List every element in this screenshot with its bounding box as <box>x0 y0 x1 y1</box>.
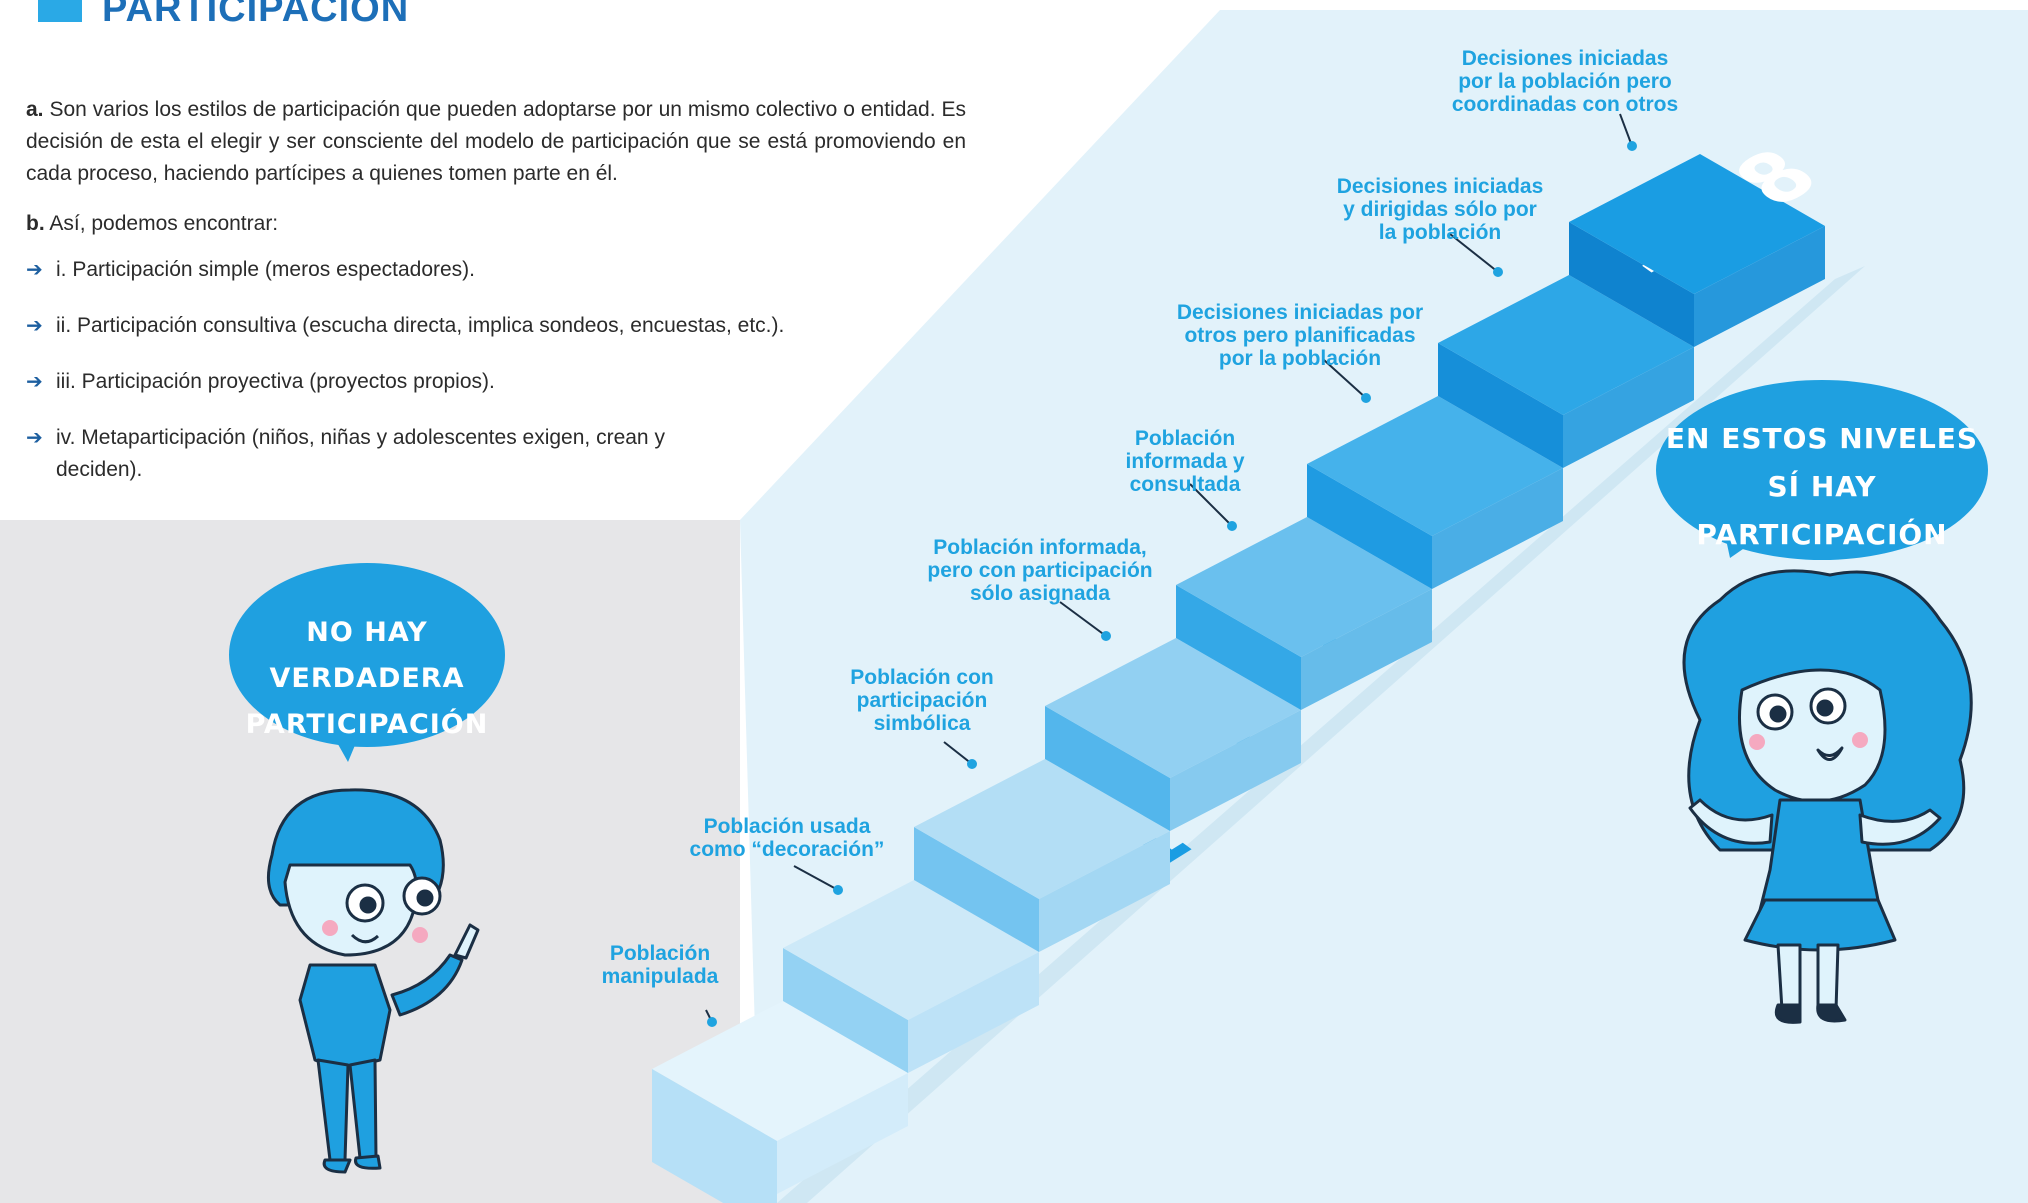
label-leader-dot <box>1627 141 1637 151</box>
stair-step-side <box>1563 347 1694 468</box>
stair-step-top <box>1438 275 1694 415</box>
label-leader-dot <box>707 1017 717 1027</box>
label-leader-line <box>1189 483 1233 527</box>
stair-step-top <box>783 880 1039 1020</box>
stair-step-side <box>1170 710 1301 831</box>
list-item: ➔ i. Participación simple (meros espectad… <box>26 254 966 286</box>
list-item-text: iii. Participación proyectiva (proyectos… <box>56 370 495 393</box>
label-leader-dot <box>967 759 977 769</box>
level-label-5: Población informada y consultada <box>1125 427 1245 496</box>
stair-step-top <box>1307 396 1563 536</box>
label-leader-line <box>793 865 839 891</box>
label-leader-line <box>1449 233 1499 273</box>
bubble-left-text: NO HAY VERDADERA PARTICIPACIÓN <box>245 617 489 740</box>
stair-step-top <box>914 759 1170 899</box>
label-leader-dot <box>1361 393 1371 403</box>
label-leader-dot <box>1493 267 1503 277</box>
page-title: PARTICIPACIÓN2 <box>102 0 415 31</box>
paragraph-a-text: Son varios los estilos de participación … <box>26 98 967 185</box>
stair-step-riser <box>1307 464 1432 589</box>
stair-step-side <box>777 1073 908 1194</box>
label-leader-line <box>1323 359 1367 399</box>
list-item: ➔ iii. Participación proyectiva (proyecto… <box>26 366 966 398</box>
stair-step-riser <box>652 1069 777 1203</box>
page-title-text: PARTICIPACIÓN <box>102 0 410 30</box>
intro-text: a. Son varios los estilos de participaci… <box>26 94 966 510</box>
stair-step-top <box>1176 517 1432 657</box>
staircase-shadow <box>777 266 1865 1203</box>
list-item-text: iv. Metaparticipación (niños, niñas y ad… <box>56 426 665 481</box>
label-leader-dot <box>1101 631 1111 641</box>
stair-step-top <box>1045 638 1301 778</box>
stair-step-riser <box>1569 222 1694 347</box>
arrow-right-icon: ➔ <box>26 427 43 449</box>
level-label-8: Decisiones iniciadas por la población pe… <box>1451 47 1679 116</box>
stair-step-side <box>908 952 1039 1073</box>
list-item-text: ii. Participación consultiva (escucha di… <box>56 314 785 337</box>
stair-step-riser <box>1045 706 1170 831</box>
title-accent-block <box>38 0 82 22</box>
stair-step-riser <box>914 827 1039 952</box>
label-leader-line <box>943 741 973 765</box>
stair-step-side <box>1039 831 1170 952</box>
paragraph-b-marker: b. <box>26 212 45 235</box>
paragraph-b: b. Así, podemos encontrar: <box>26 208 966 240</box>
level-label-6: Decisiones iniciadas por otros pero plan… <box>1176 301 1424 370</box>
label-leader-line <box>1059 601 1107 637</box>
level-label-4: Población informada, pero con participac… <box>927 536 1153 605</box>
arrow-right-icon: ➔ <box>26 259 43 281</box>
stair-step-riser <box>1438 343 1563 468</box>
paragraph-a-marker: a. <box>26 98 44 121</box>
label-leader-dot <box>1227 521 1237 531</box>
list-item: ➔ iv. Metaparticipación (niños, niñas y a… <box>26 422 676 486</box>
level-label-7: Decisiones iniciadas y dirigidas sólo po… <box>1336 175 1544 244</box>
stair-step-top <box>652 1001 908 1141</box>
bubble-right-text: EN ESTOS NIVELES SÍ HAY PARTICIPACIÓN <box>1665 422 1979 551</box>
arrow-right-icon: ➔ <box>26 315 43 337</box>
label-leader-dot <box>833 885 843 895</box>
level-label-1: Población manipulada <box>601 942 719 988</box>
paragraph-b-text: Así, podemos encontrar: <box>49 212 279 235</box>
stair-step-riser <box>1176 585 1301 710</box>
stair-step-top <box>1569 154 1825 294</box>
level-label-2: Población usada como “decoración” <box>689 815 885 861</box>
stair-step-side <box>1694 226 1825 347</box>
list-item: ➔ ii. Participación consultiva (escucha d… <box>26 310 966 342</box>
level-label-3: Población con participación simbólica <box>850 666 994 735</box>
arrow-right-icon: ➔ <box>26 371 43 393</box>
stair-step-side <box>1301 589 1432 710</box>
stair-step-side <box>1432 468 1563 589</box>
paragraph-a: a. Son varios los estilos de participaci… <box>26 94 966 190</box>
stair-step-riser <box>783 948 908 1073</box>
list-item-text: i. Participación simple (meros espectado… <box>56 258 475 281</box>
label-leader-line <box>1619 113 1633 147</box>
